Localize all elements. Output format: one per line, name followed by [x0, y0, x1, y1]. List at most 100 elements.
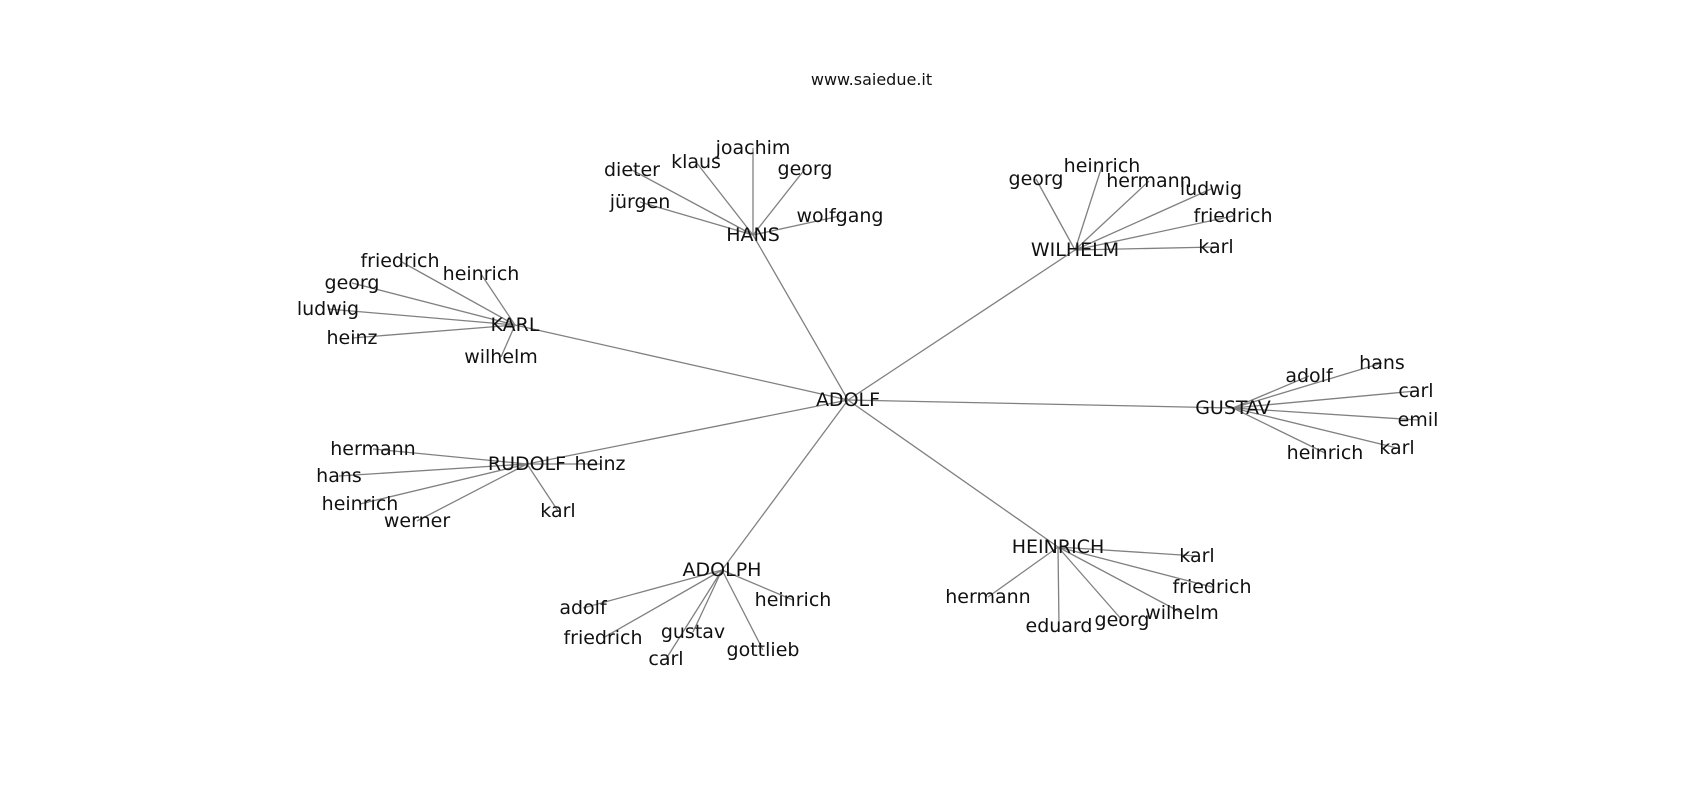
- edges-layer: [327, 148, 1419, 660]
- edge-wilhelm-1: [1074, 165, 1103, 251]
- leaf-node-label: friedrich: [1193, 205, 1272, 227]
- edge-gustav-4: [1232, 407, 1326, 454]
- edge-rudolf-5: [526, 463, 559, 512]
- hub-node-label: WILHELM: [1031, 239, 1119, 261]
- hub-node-label: RUDOLF: [488, 453, 566, 475]
- edge-adolph-2: [602, 569, 723, 639]
- edge-karl-0: [399, 260, 516, 326]
- leaf-node-label: gustav: [661, 621, 725, 643]
- edge-hans-0: [631, 169, 754, 236]
- edge-wilhelm-5: [1074, 246, 1217, 251]
- leaf-node-label: werner: [384, 510, 450, 532]
- leaf-node-label: gottlieb: [727, 639, 800, 661]
- edge-gustav-3: [1232, 407, 1419, 421]
- edge-root-karl: [514, 324, 849, 401]
- edge-gustav-1: [1232, 362, 1383, 409]
- edge-root-heinrich: [847, 399, 1059, 548]
- edge-karl-5: [500, 324, 516, 358]
- root-node-label: ADOLF: [816, 389, 880, 411]
- leaf-node-label: hermann: [1106, 170, 1191, 192]
- leaf-node-label: carl: [648, 648, 683, 670]
- leaf-node-label: heinrich: [322, 493, 399, 515]
- leaf-node-label: friedrich: [563, 627, 642, 649]
- edge-heinrich-4: [1057, 546, 1060, 627]
- leaf-node-label: klaus: [671, 151, 721, 173]
- edge-adolph-4: [665, 569, 723, 660]
- edge-adolph-1: [721, 569, 794, 601]
- leaf-node-label: georg: [1095, 609, 1150, 631]
- leaf-node-label: karl: [1379, 437, 1414, 459]
- edge-wilhelm-2: [1074, 180, 1150, 251]
- leaf-node-label: ludwig: [1180, 178, 1242, 200]
- leaf-node-label: wolfgang: [797, 205, 884, 227]
- edge-karl-2: [351, 282, 516, 326]
- edge-root-adolph: [721, 399, 849, 571]
- edge-rudolf-3: [359, 463, 528, 505]
- edge-karl-4: [351, 324, 516, 339]
- leaf-node-label: adolf: [1285, 365, 1334, 387]
- site-title: www.saiedue.it: [810, 70, 933, 89]
- edge-heinrich-0: [1057, 546, 1198, 557]
- edge-gustav-0: [1232, 375, 1310, 409]
- leaf-node-label: karl: [1198, 236, 1233, 258]
- edge-heinrich-3: [1057, 546, 1183, 614]
- edge-hans-4: [639, 201, 754, 236]
- leaf-node-label: hans: [316, 465, 362, 487]
- leaf-node-label: adolf: [559, 597, 608, 619]
- leaf-node-label: heinz: [326, 327, 377, 349]
- hub-node-label: GUSTAV: [1195, 397, 1271, 419]
- leaf-node-label: georg: [778, 158, 833, 180]
- edge-heinrich-1: [987, 546, 1059, 598]
- leaf-node-label: heinrich: [755, 589, 832, 611]
- leaf-node-label: hans: [1359, 352, 1405, 374]
- edge-root-wilhelm: [847, 249, 1076, 401]
- edge-root-rudolf: [526, 399, 849, 465]
- edge-gustav-2: [1232, 390, 1417, 409]
- leaf-node-label: emil: [1398, 409, 1439, 431]
- hub-node-label: KARL: [491, 314, 540, 336]
- leaf-node-label: ludwig: [297, 298, 359, 320]
- leaf-node-label: wilhelm: [464, 346, 538, 368]
- hub-node-label: ADOLPH: [683, 559, 762, 581]
- edge-hans-1: [695, 161, 754, 236]
- leaf-node-label: hermann: [330, 438, 415, 460]
- leaf-node-label: heinrich: [443, 263, 520, 285]
- leaf-node-label: friedrich: [360, 250, 439, 272]
- edge-root-gustav: [847, 399, 1234, 409]
- edge-heinrich-2: [1057, 546, 1213, 588]
- leaf-node-label: heinrich: [1064, 155, 1141, 177]
- edge-wilhelm-0: [1035, 178, 1076, 251]
- leaf-node-label: carl: [1398, 380, 1433, 402]
- leaf-node-label: friedrich: [1172, 576, 1251, 598]
- edge-adolph-5: [721, 569, 764, 651]
- leaf-node-label: eduard: [1026, 615, 1093, 637]
- leaf-node-label: karl: [540, 500, 575, 522]
- edge-hans-5: [752, 215, 841, 236]
- edge-adolph-0: [582, 569, 723, 609]
- edge-heinrich-5: [1057, 546, 1123, 621]
- hub-node-label: HEINRICH: [1012, 536, 1104, 558]
- leaf-node-label: dieter: [604, 159, 660, 181]
- edge-karl-3: [327, 308, 516, 326]
- hub-node-label: HANS: [726, 224, 780, 246]
- edge-rudolf-0: [372, 448, 528, 465]
- leaf-node-label: heinz: [574, 453, 625, 475]
- edge-adolph-3: [692, 569, 723, 633]
- leaf-node-label: georg: [325, 272, 380, 294]
- edge-wilhelm-4: [1074, 215, 1234, 251]
- edge-rudolf-2: [338, 463, 528, 477]
- edge-rudolf-4: [416, 463, 528, 522]
- leaf-node-label: karl: [1179, 545, 1214, 567]
- edge-hans-3: [752, 168, 806, 236]
- leaf-node-label: joachim: [715, 137, 791, 159]
- leaf-node-label: hermann: [945, 586, 1030, 608]
- edge-root-hans: [752, 234, 849, 401]
- edge-wilhelm-3: [1074, 188, 1212, 251]
- edge-gustav-5: [1232, 407, 1398, 449]
- leaf-node-label: georg: [1009, 168, 1064, 190]
- leaf-node-label: heinrich: [1287, 442, 1364, 464]
- leaf-node-label: jürgen: [609, 191, 671, 213]
- leaf-node-label: wilhelm: [1145, 602, 1219, 624]
